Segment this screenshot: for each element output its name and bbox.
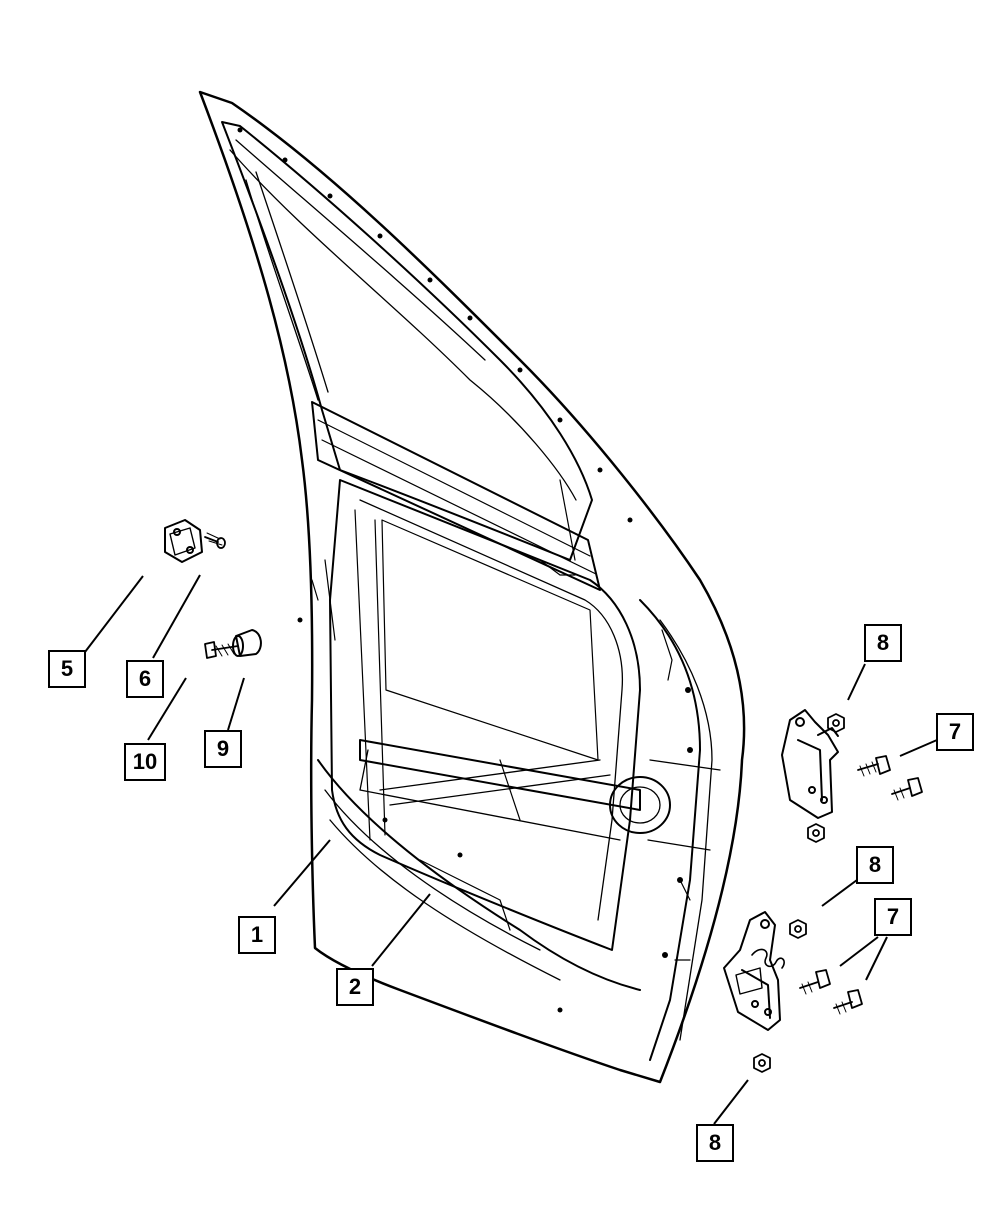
- leader-8b: [821, 879, 858, 907]
- leader-6: [152, 574, 201, 659]
- callout-1: 1: [238, 916, 276, 954]
- callout-8-upper: 8: [864, 624, 902, 662]
- callout-8-lower: 8: [696, 1124, 734, 1162]
- callout-10: 10: [124, 743, 166, 781]
- leader-10: [147, 677, 187, 741]
- leader-9: [227, 677, 245, 731]
- callout-7-lower: 7: [874, 898, 912, 936]
- bolt-part: [204, 641, 239, 659]
- callout-2: 2: [336, 968, 374, 1006]
- leader-2: [371, 893, 431, 967]
- upper-hinge-fasteners: [807, 713, 923, 843]
- bumper-part: [232, 629, 262, 657]
- leader-5: [84, 575, 144, 653]
- upper-hinge-part: [781, 709, 839, 819]
- lower-hinge-part: [723, 911, 785, 1031]
- leader-8a: [847, 663, 866, 701]
- callout-5: 5: [48, 650, 86, 688]
- callout-8-middle: 8: [856, 846, 894, 884]
- callout-7-upper: 7: [936, 713, 974, 751]
- striker-part: [164, 519, 203, 563]
- leader-7b-2: [865, 936, 888, 981]
- callout-9: 9: [204, 730, 242, 768]
- screw-part: [204, 532, 226, 549]
- door-shell: [198, 90, 746, 1084]
- leader-lines: [84, 574, 938, 1125]
- leader-1: [273, 839, 331, 907]
- leader-7a: [899, 739, 938, 757]
- leader-7b-1: [839, 936, 879, 967]
- door-holes: [237, 127, 693, 1013]
- callout-6: 6: [126, 660, 164, 698]
- lower-hinge-fasteners: [753, 919, 863, 1073]
- leader-8c: [713, 1079, 749, 1125]
